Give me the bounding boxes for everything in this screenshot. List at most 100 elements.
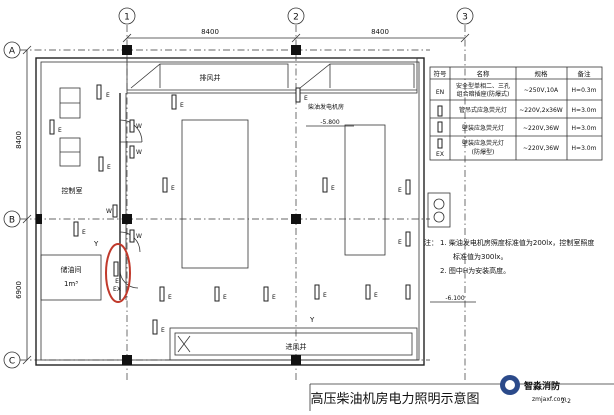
structural-columns [36,45,301,365]
svg-text:Y: Y [93,240,99,248]
lamp-e-6: E [295,87,308,103]
lamp-e-4: E [73,221,86,237]
lamp-e-8: E [322,177,335,193]
lamp-e-17 [405,284,411,300]
intake-well-label: 进风井 [286,342,307,351]
svg-text:E: E [107,164,111,171]
note-line-2: 标准值为300lx。 [453,252,507,261]
lamp-e-10: E [398,231,411,247]
legend-row-1-spec: ~250V,10A [524,87,559,94]
svg-text:3: 3 [462,13,468,23]
svg-text:E: E [82,229,86,236]
socket-y-2: Y [309,316,315,324]
legend-row-4-note: H=3.0m [572,145,597,152]
legend-row-3-note: H=3.0m [572,125,597,132]
legend-row-4-name-2: (防爆型) [472,148,495,156]
svg-text:B: B [9,216,15,226]
svg-text:E: E [323,292,327,299]
svg-text:E: E [398,239,402,246]
legend-row-2-name: 管吊式应急荧光灯 [459,106,507,114]
dimension-left: 8400 6900 [15,45,32,365]
svg-text:E: E [58,127,62,134]
socket-y-1: Y [93,240,99,248]
lamp-ex-oil-room: E EX [113,261,121,293]
lamp-e-16: E [152,319,165,335]
lamp-e-13: E [263,286,276,302]
svg-text:E: E [398,187,402,194]
page-code: 2-2 [561,398,571,405]
oil-volume-label: 1m³ [64,280,78,288]
lamp-e-5: E [171,94,184,110]
lamp-e-11: E [159,286,172,302]
svg-text:1: 1 [124,13,130,23]
exterior-walls [35,57,425,366]
oil-room: 储油间 1m³ [40,254,102,301]
lamp-e-1: E [96,84,110,100]
legend-row-1-symbol: EN [436,89,444,96]
notes-title: 注： [424,238,438,247]
legend-header-spec: 规格 [535,69,549,78]
lamp-e-15: E [365,284,378,300]
oil-room-label: 储油间 [61,265,82,274]
axis-bubble-b: B [3,210,21,228]
axis-bubble-2: 2 [287,7,305,25]
legend-row-4-symbol: EX [436,151,444,158]
exhaust-well: 排风井 [126,57,418,94]
legend-row-1-name-2: 组合暗插座(防爆式) [457,90,510,98]
control-room-partition [119,93,143,300]
svg-text:Y: Y [309,316,315,324]
watermark-url: zmjaxf.com [532,396,566,403]
dimension-left-2: 6900 [15,281,23,299]
svg-text:W: W [136,149,142,156]
legend-row-1-name-1: 安全型单相二、三孔 [456,82,510,90]
generator-base-2 [344,124,386,256]
dimension-left-1: 8400 [15,131,23,149]
elevation-lower: -6.100 [445,295,465,302]
drawing-title: 高压柴油机房电力照明示意图 [310,391,479,407]
grid-lines [20,25,466,380]
legend-header-symbol: 符号 [434,69,448,78]
generator-base-1 [181,119,249,269]
svg-text:E: E [272,294,276,301]
axis-bubble-c: C [3,351,21,369]
axis-bubble-3: 3 [456,7,474,25]
wall-lamp-w-2: W [129,145,142,159]
svg-text:E: E [331,185,335,192]
svg-text:E: E [223,294,227,301]
svg-text:W: W [106,208,112,215]
highlight-ellipse [105,243,131,303]
legend-table: 符号 名称 规格 备注 EN 安全型单相二、三孔 组合暗插座(防爆式) ~250… [429,66,603,161]
lamp-e-12: E [214,286,227,302]
watermark: 智淼消防 zmjaxf.com [500,375,566,403]
axis-bubble-1: 1 [118,7,136,25]
wall-lamp-w-4: W [106,204,118,218]
legend-row-2-spec: ~220V,2x36W [519,107,562,114]
elevation-room: -5.800 [320,119,340,126]
axis-bubble-a: A [3,41,21,59]
dimension-top: 8400 8400 [122,28,470,43]
exhaust-well-label: 排风井 [200,73,221,82]
notes-block: 注： 1. 柴油发电机房照度标准值为200lx，控制室照度 标准值为300lx。… [424,238,594,275]
dimension-top-1: 8400 [201,28,219,36]
svg-text:EX: EX [113,286,121,293]
legend-row-2-note: H=3.0m [572,107,597,114]
legend-row-4-spec: ~220V,36W [523,145,559,152]
svg-text:W: W [136,123,142,130]
svg-text:E: E [180,102,184,109]
legend-row-1-note: H=0.3m [572,87,597,94]
svg-text:E: E [171,185,175,192]
svg-text:C: C [9,357,15,367]
note-line-3: 2. 图中H为安装高度。 [440,266,510,275]
wall-lamp-w-3: W [129,229,142,243]
svg-text:E: E [374,292,378,299]
svg-text:E: E [161,327,165,334]
dimension-top-2: 8400 [371,28,389,36]
watermark-brand: 智淼消防 [524,380,560,392]
svg-text:E: E [115,278,119,285]
svg-text:E: E [106,92,110,99]
legend-row-3-name: 壁装应急荧光灯 [462,124,504,132]
svg-text:2: 2 [293,13,299,23]
equipment-box [427,192,451,228]
svg-text:E: E [168,294,172,301]
